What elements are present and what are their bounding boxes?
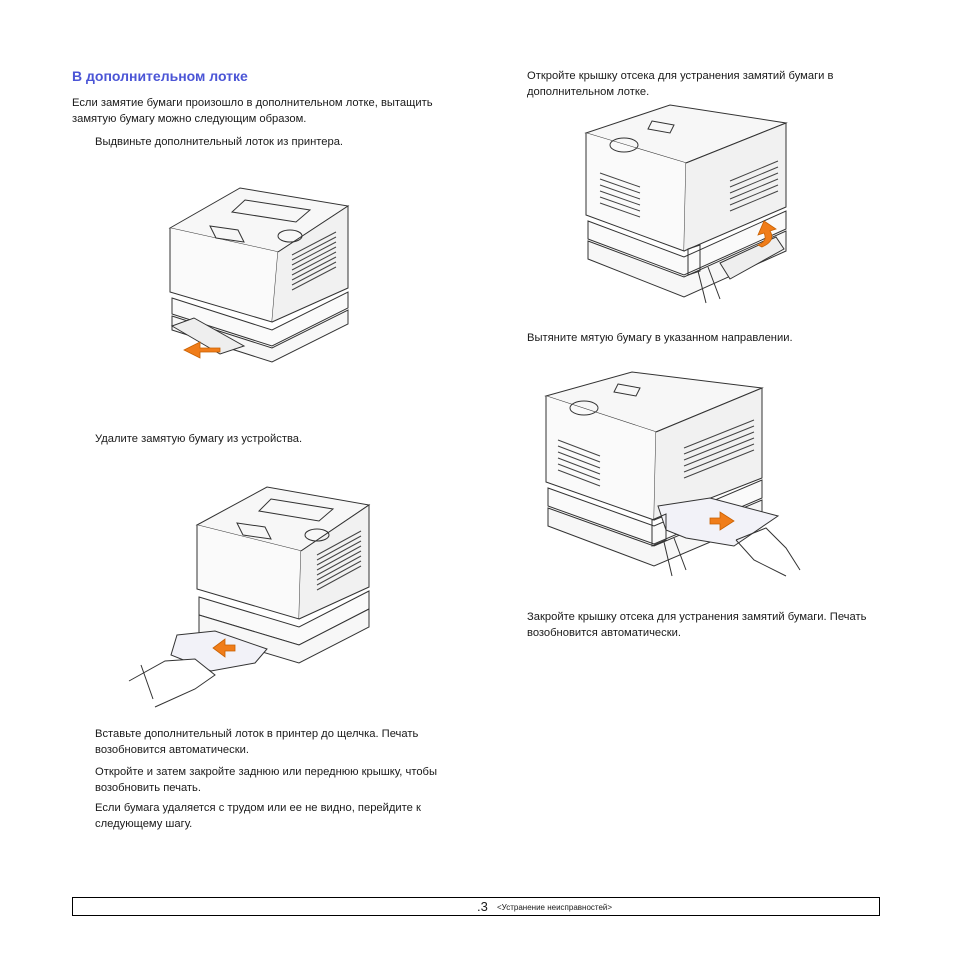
figure-remove-paper-tray [128, 486, 371, 708]
step-1-text: Выдвиньте дополнительный лоток из принте… [95, 136, 344, 148]
intro-text: Если замятие бумаги произошло в дополнит… [72, 97, 433, 125]
step-2-text: Удалите замятую бумагу из устройства. [95, 433, 303, 445]
step-7-text: Вытяните мятую бумагу в указанном направ… [527, 332, 793, 344]
figure-open-jam-cover [584, 104, 788, 304]
figure-pull-paper-rear [544, 371, 801, 577]
arrow-icon [183, 341, 221, 359]
page-footer: .3 <Устранение неисправностей> [72, 897, 880, 916]
page-number: .3 [477, 899, 488, 914]
step-3-text: Вставьте дополнительный лоток в принтер … [95, 728, 419, 756]
step-8-text: Закройте крышку отсека для устранения за… [527, 611, 867, 639]
arrow-icon [212, 638, 236, 658]
step-5-text: Если бумага удаляется с трудом или ее не… [95, 802, 421, 830]
figure-pull-out-tray [168, 187, 350, 363]
step-6-text: Откройте крышку отсека для устранения за… [527, 70, 834, 98]
section-title: <Устранение неисправностей> [497, 903, 613, 912]
curved-arrow-icon [757, 220, 777, 248]
arrow-icon [709, 511, 735, 531]
section-heading: В дополнительном лотке [72, 68, 248, 84]
step-4-text: Откройте и затем закройте заднюю или пер… [95, 766, 437, 794]
